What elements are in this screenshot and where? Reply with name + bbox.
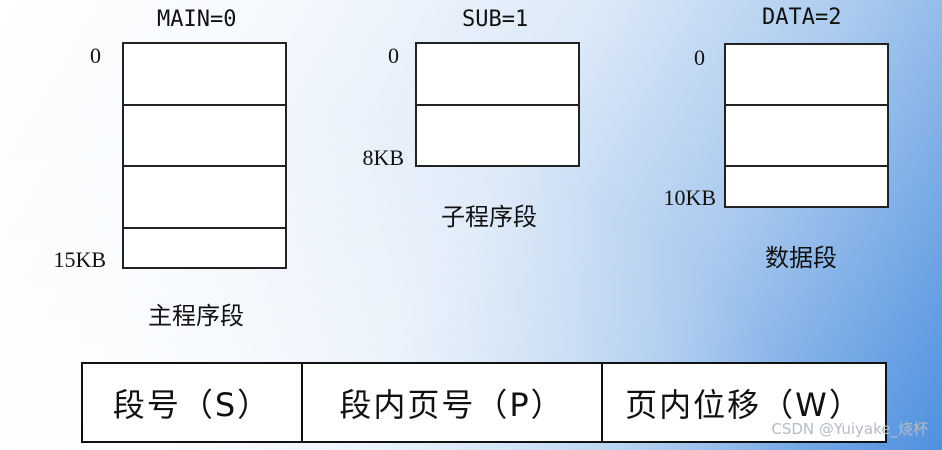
watermark: CSDN @Yuiyake_烧杯 [771,420,928,438]
address-format-table: 段号（S） 段内页号（P） 页内位移（W） [81,362,887,443]
page-divider [124,165,285,167]
field-segment-number: 段号（S） [112,385,272,424]
segment-main-end-address: 15KB [53,247,106,272]
segment-sub-start-address: 0 [388,43,399,68]
segment-sub-end-address: 8KB [362,145,404,170]
segment-sub-title: SUB=1 [462,7,529,32]
field-page-number: 段内页号（P） [301,364,601,441]
segment-data-box [724,43,889,208]
page-divider [726,165,887,167]
segment-data-end-address: 10KB [663,185,716,210]
field-page-offset: 页内位移（W） [601,364,885,441]
segment-main-title: MAIN=0 [157,7,237,32]
page-divider [124,227,285,229]
segment-main-caption: 主程序段 [148,302,244,330]
page-divider [726,104,887,106]
segment-sub-caption: 子程序段 [441,203,537,231]
segment-data-title: DATA=2 [762,5,842,30]
segment-data-start-address: 0 [694,45,705,70]
segment-main-box [122,42,287,269]
page-divider [417,104,578,106]
page-divider [124,104,285,106]
segment-data-caption: 数据段 [765,244,837,272]
segment-main-start-address: 0 [90,43,101,68]
segment-sub-box [415,42,580,167]
